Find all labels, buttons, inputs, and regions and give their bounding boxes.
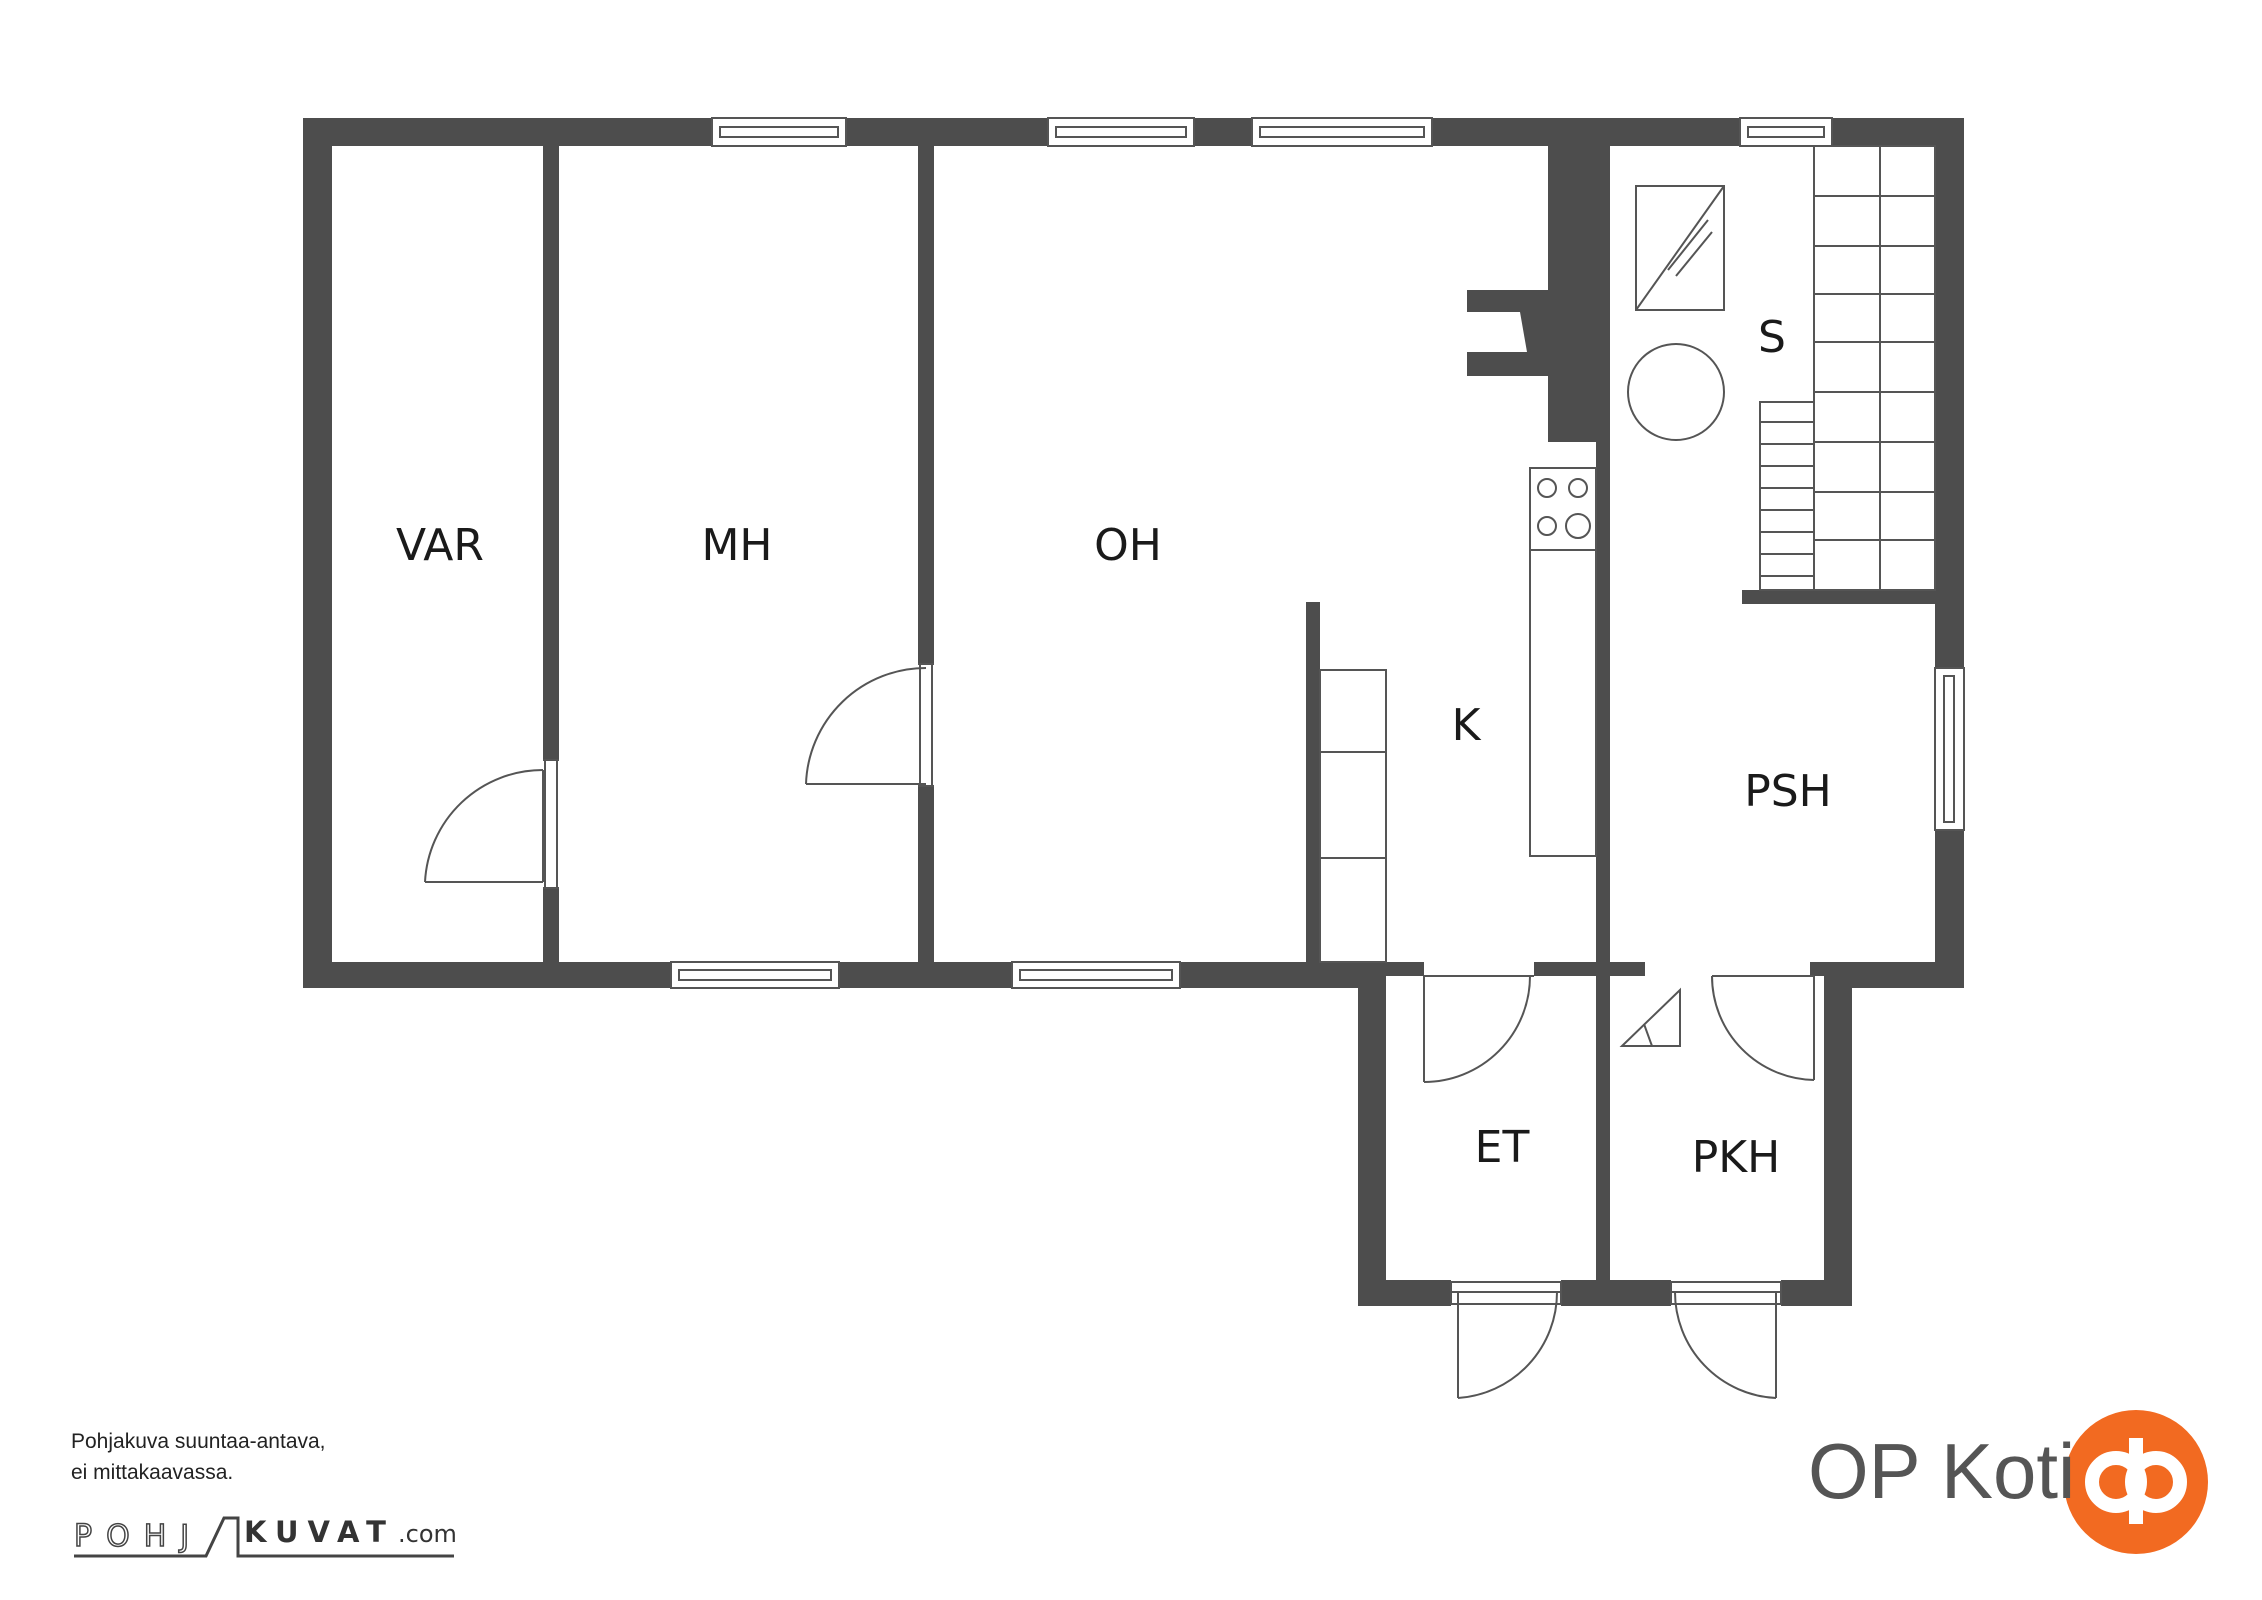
fixtures — [1319, 145, 1936, 1047]
room-label-s: S — [1758, 312, 1786, 363]
disclaimer-line-1: Pohjakuva suuntaa-antava, — [71, 1430, 326, 1453]
room-label-oh: OH — [1094, 520, 1162, 571]
room-label-pkh: PKH — [1692, 1132, 1780, 1183]
room-label-var: VAR — [396, 520, 484, 571]
disclaimer-line-2: ei mittakaavassa. — [71, 1461, 234, 1484]
brand-name: OP Koti — [1808, 1427, 2076, 1515]
room-label-k: K — [1452, 700, 1482, 751]
watermark-part2: KUVAT — [244, 1515, 395, 1549]
room-label-mh: MH — [701, 520, 772, 571]
walls — [303, 118, 1964, 1306]
op-logo — [2064, 1410, 2208, 1554]
windows — [670, 117, 1965, 989]
pohjakuvat-logo: POHJ KUVAT .com — [73, 1515, 457, 1558]
room-label-psh: PSH — [1744, 766, 1832, 817]
doors — [424, 663, 1815, 1399]
watermark-part1: POHJ — [74, 1519, 203, 1554]
room-label-et: ET — [1475, 1122, 1530, 1173]
watermark-suffix: .com — [398, 1520, 457, 1548]
